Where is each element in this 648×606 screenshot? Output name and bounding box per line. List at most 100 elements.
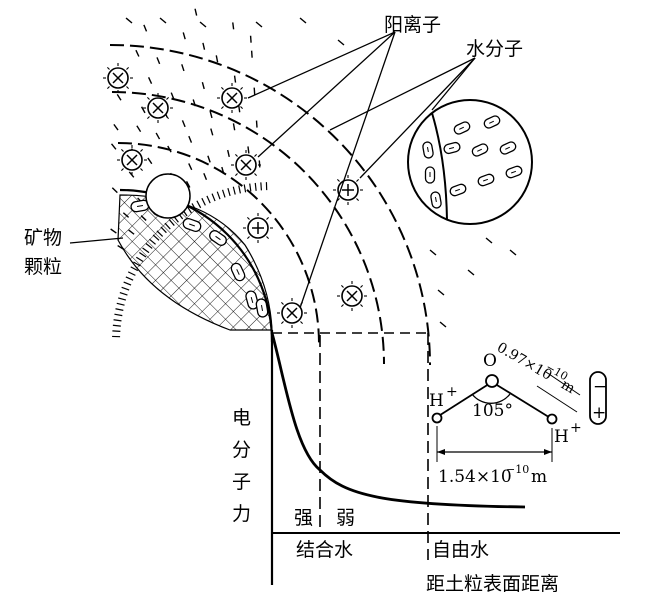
electric-force-label-1: 电 — [232, 407, 251, 429]
water-dash — [437, 289, 445, 296]
hydrogen-right-label: H — [554, 427, 569, 447]
water-dash — [159, 17, 167, 24]
magnified-water-molecule — [505, 165, 523, 179]
cation-icon — [103, 63, 133, 93]
adsorbed-bubble — [145, 173, 191, 219]
edge-hatch-mark — [145, 243, 153, 249]
magnified-water-molecule — [449, 183, 467, 197]
magnified-view — [407, 99, 533, 225]
edge-hatch-mark — [152, 234, 160, 241]
water-molecule-label: 水分子 — [466, 38, 523, 60]
oxygen-label: O — [483, 351, 497, 371]
edge-hatch-mark — [125, 276, 134, 281]
edge-hatch-mark — [116, 302, 125, 306]
cation-icon — [231, 150, 261, 180]
magnified-water-molecule — [453, 121, 471, 135]
water-dash — [194, 8, 198, 16]
magnified-water-molecule — [422, 141, 434, 159]
magnified-water-molecule — [477, 173, 495, 187]
water-dash — [188, 163, 193, 171]
edge-hatch-mark — [156, 230, 164, 237]
surface-water-molecule — [209, 230, 227, 246]
bond-angle-label: 105° — [472, 401, 513, 421]
water-dash — [202, 42, 206, 50]
edge-hatch-mark — [164, 222, 171, 230]
water-dash — [182, 32, 186, 40]
hydrogen-right-plus: + — [570, 420, 582, 436]
electric-force-label-3: 子 — [232, 471, 251, 493]
cation-icon — [217, 83, 247, 113]
water-dash — [207, 155, 211, 163]
cation-label: 阳离子 — [384, 14, 441, 36]
water-dash — [337, 39, 345, 46]
edge-hatch-mark — [112, 324, 121, 327]
water-dash — [135, 49, 140, 57]
edge-hatch-mark — [127, 271, 136, 276]
strong-label: 强 — [294, 507, 313, 529]
edge-hatch-mark — [112, 330, 121, 332]
water-dash — [143, 24, 148, 32]
water-dash — [136, 125, 142, 133]
water-dash — [110, 228, 117, 234]
water-dash — [247, 146, 250, 154]
particle-edge-hatch — [112, 182, 268, 338]
surface-water-molecule — [230, 262, 246, 282]
bound-water-boundary-1 — [117, 142, 320, 345]
water-dash — [238, 105, 241, 113]
bound-water-boundary-2 — [111, 91, 385, 365]
edge-hatch-mark — [149, 238, 156, 245]
water-dash — [203, 172, 208, 181]
edge-hatch-mark — [168, 219, 175, 226]
water-dash — [140, 106, 146, 114]
edge-hatch-mark — [216, 191, 221, 200]
edge-hatch-mark — [121, 286, 130, 291]
edge-hatch-mark — [254, 182, 257, 191]
cation-icon — [143, 93, 173, 123]
edge-hatch-mark — [206, 195, 211, 204]
edge-hatch-mark — [232, 186, 236, 195]
water-dash — [201, 81, 205, 90]
surface-water-molecule — [182, 217, 202, 233]
magnified-water-molecule — [424, 166, 436, 184]
dipole-symbol: − + — [589, 371, 607, 425]
water-dash — [509, 249, 517, 256]
edge-hatch-mark — [119, 291, 128, 296]
water-molecule-structure: O H + H + 105° 0.97×10 −10 m 1.54×10 −10… — [429, 340, 582, 487]
weak-label: 弱 — [336, 507, 355, 529]
electric-force-label-2: 分 — [232, 439, 251, 461]
water-dash — [429, 249, 437, 256]
water-dash — [111, 187, 118, 194]
water-dash — [199, 21, 207, 28]
water-dash — [125, 17, 133, 24]
hydrogen-atom-right — [546, 413, 558, 425]
surface-water-molecule — [255, 298, 269, 318]
water-dash — [170, 92, 175, 100]
free-water-boundary — [109, 44, 431, 366]
water-dash — [156, 57, 161, 65]
mineral-particle-label-2: 颗粒 — [24, 256, 62, 278]
bond-length-annotation: 0.97×10 −10 m — [494, 340, 578, 397]
bond-length-value: 0.97×10 — [494, 340, 555, 384]
water-dash — [181, 64, 185, 72]
hh-distance-value: 1.54×10 — [438, 467, 512, 487]
hh-distance-exp: −10 — [506, 463, 529, 476]
cation-icon — [337, 281, 367, 311]
edge-hatch-mark — [142, 247, 150, 254]
water-dash — [299, 17, 307, 24]
hh-distance-unit: m — [531, 467, 547, 487]
oxygen-atom — [485, 374, 499, 388]
water-dash — [116, 93, 122, 101]
water-dash — [210, 128, 214, 136]
cation-icon — [243, 213, 273, 243]
water-dash — [467, 269, 475, 276]
water-dash — [155, 132, 161, 140]
water-dash — [147, 77, 153, 84]
edge-hatch-mark — [160, 226, 167, 234]
edge-hatch-mark — [196, 200, 202, 209]
magnified-water-molecule — [483, 115, 501, 129]
surface-water-molecule — [245, 290, 259, 310]
edge-hatch-mark — [238, 185, 241, 194]
magnified-water-molecule — [443, 141, 461, 155]
edge-hatch-mark — [227, 188, 231, 197]
